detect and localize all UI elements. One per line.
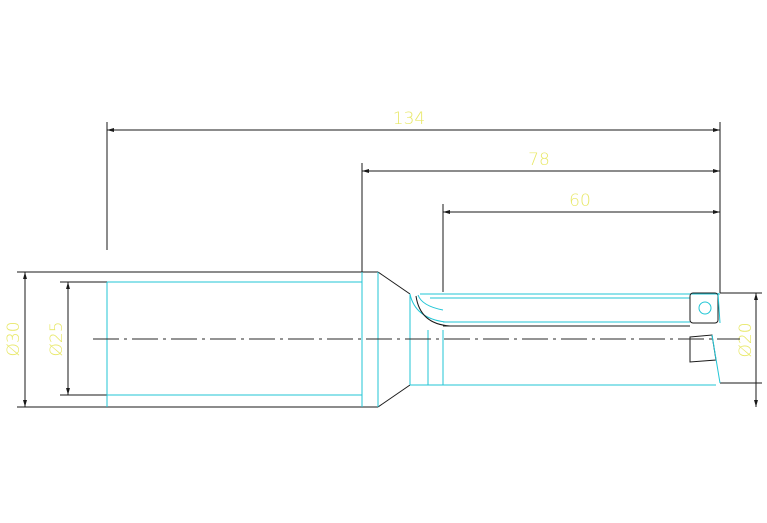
- upper-insert: [689, 292, 721, 324]
- dimension-134: 134: [107, 109, 720, 132]
- shank-body: [106, 271, 378, 408]
- dimension-d20-label: Ø20: [736, 322, 756, 357]
- lower-insert: [689, 334, 721, 384]
- dimension-78: 78: [362, 150, 720, 173]
- dimension-d30: Ø30: [4, 272, 27, 407]
- dimension-d25-label: Ø25: [47, 321, 67, 356]
- flute-section: [409, 293, 720, 386]
- dimension-d25: Ø25: [47, 282, 70, 395]
- dimension-78-label: 78: [528, 150, 550, 170]
- dimension-60: 60: [443, 191, 720, 214]
- dimension-60-label: 60: [569, 191, 591, 211]
- dimension-d30-label: Ø30: [4, 321, 24, 356]
- dimension-134-label: 134: [393, 109, 425, 129]
- dimension-d20: Ø20: [736, 293, 758, 407]
- extension-lines: [17, 122, 762, 408]
